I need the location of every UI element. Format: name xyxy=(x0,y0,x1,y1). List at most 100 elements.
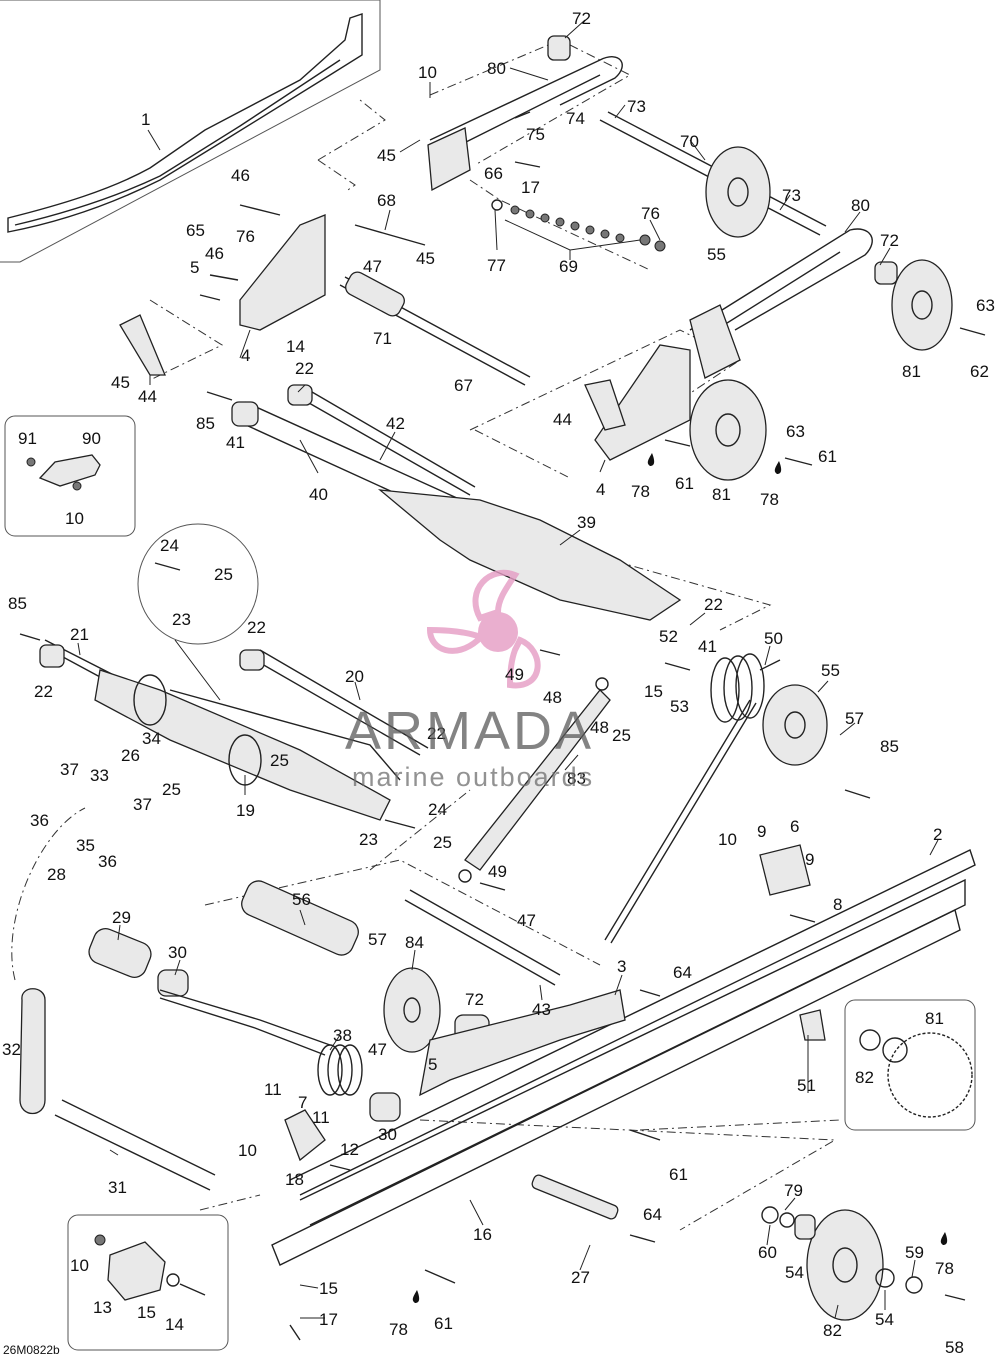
label-13: 13 xyxy=(93,1298,112,1317)
label-16: 16 xyxy=(473,1225,492,1244)
label-11: 11 xyxy=(264,1080,282,1099)
bracket-44-left xyxy=(119,314,166,376)
label-15: 15 xyxy=(644,682,663,701)
label-77: 77 xyxy=(487,256,506,275)
wheel-81-upper xyxy=(874,259,953,351)
label-6: 6 xyxy=(790,817,799,836)
label-42: 42 xyxy=(386,414,405,433)
label-82: 82 xyxy=(823,1321,842,1340)
label-61: 61 xyxy=(434,1314,453,1333)
label-58: 58 xyxy=(945,1338,964,1357)
label-54: 54 xyxy=(875,1310,894,1329)
label-64: 64 xyxy=(673,963,692,982)
label-85: 85 xyxy=(8,594,27,613)
label-12: 12 xyxy=(340,1140,359,1159)
part-labels: 1 2 3 4 4 5 5 6 7 8 9 9 10 10 10 10 10 1… xyxy=(2,9,995,1357)
label-9: 9 xyxy=(805,850,814,869)
tube-31 xyxy=(54,1099,216,1191)
label-45: 45 xyxy=(111,373,130,392)
label-28: 28 xyxy=(47,865,66,884)
oil-drop-icon xyxy=(774,461,782,474)
label-10: 10 xyxy=(718,830,737,849)
label-56: 56 xyxy=(292,890,311,909)
label-90: 90 xyxy=(82,429,101,448)
label-38: 38 xyxy=(333,1026,352,1045)
label-50: 50 xyxy=(764,629,783,648)
label-10: 10 xyxy=(65,509,84,528)
label-15: 15 xyxy=(319,1279,338,1298)
inset-bracket-box xyxy=(4,415,136,537)
label-23: 23 xyxy=(172,610,191,629)
bracket-44-right xyxy=(584,379,626,431)
spacer-30 xyxy=(157,969,189,997)
label-10: 10 xyxy=(238,1141,257,1160)
label-1: 1 xyxy=(141,110,150,129)
inset-wheel-box xyxy=(844,999,976,1131)
label-25: 25 xyxy=(162,780,181,799)
label-10: 10 xyxy=(70,1256,89,1275)
label-2: 2 xyxy=(933,825,942,844)
label-63: 63 xyxy=(786,422,805,441)
label-45: 45 xyxy=(416,249,435,268)
label-72: 72 xyxy=(572,9,591,28)
label-9: 9 xyxy=(757,822,766,841)
label-4: 4 xyxy=(241,346,250,365)
label-37: 37 xyxy=(60,760,79,779)
label-21: 21 xyxy=(70,625,89,644)
label-54: 54 xyxy=(785,1263,804,1282)
label-25: 25 xyxy=(612,726,631,745)
label-69: 69 xyxy=(559,257,578,276)
label-14: 14 xyxy=(286,337,305,356)
label-10: 10 xyxy=(418,63,437,82)
label-49: 49 xyxy=(488,862,507,881)
label-71: 71 xyxy=(373,329,392,348)
label-81: 81 xyxy=(712,485,731,504)
label-73: 73 xyxy=(782,186,801,205)
oil-drop-icon xyxy=(940,1232,948,1245)
label-25: 25 xyxy=(433,833,452,852)
label-57: 57 xyxy=(845,709,864,728)
label-29: 29 xyxy=(112,908,131,927)
label-41: 41 xyxy=(226,433,245,452)
label-44: 44 xyxy=(553,410,572,429)
label-81: 81 xyxy=(925,1009,944,1028)
label-20: 20 xyxy=(345,667,364,686)
label-37: 37 xyxy=(133,795,152,814)
label-48: 48 xyxy=(590,718,609,737)
shock-83 xyxy=(464,689,611,871)
label-3: 3 xyxy=(617,957,626,976)
bracket-4-left xyxy=(239,214,326,331)
label-78: 78 xyxy=(389,1320,408,1339)
bracket-90 xyxy=(26,454,101,491)
bolts xyxy=(19,111,986,1341)
oil-drop-icon xyxy=(412,1290,420,1303)
label-26: 26 xyxy=(121,746,140,765)
label-35: 35 xyxy=(76,836,95,855)
label-43: 43 xyxy=(532,1000,551,1019)
label-65: 65 xyxy=(186,221,205,240)
label-59: 59 xyxy=(905,1243,924,1262)
label-76: 76 xyxy=(641,204,660,223)
drawing-code: 26M0822b xyxy=(3,1343,60,1357)
frame-39 xyxy=(377,489,682,621)
shaft-20 xyxy=(254,649,429,756)
washer-stack-69 xyxy=(491,199,666,252)
label-48: 48 xyxy=(543,688,562,707)
label-64: 64 xyxy=(643,1205,662,1224)
label-32: 32 xyxy=(2,1040,21,1059)
shaft-43 xyxy=(404,889,561,986)
label-55: 55 xyxy=(707,245,726,264)
watermark-title: ARMADA xyxy=(345,701,595,761)
label-14: 14 xyxy=(165,1315,184,1334)
label-23: 23 xyxy=(359,830,378,849)
upper-axle-80 xyxy=(427,35,623,192)
inset-runner xyxy=(0,0,381,263)
rail-bracket-3 xyxy=(419,989,626,1097)
sleeve-71 xyxy=(345,271,405,317)
label-7: 7 xyxy=(298,1093,307,1112)
label-40: 40 xyxy=(309,485,328,504)
label-47: 47 xyxy=(517,911,536,930)
label-73: 73 xyxy=(627,97,646,116)
oil-drop-icon xyxy=(647,453,655,466)
